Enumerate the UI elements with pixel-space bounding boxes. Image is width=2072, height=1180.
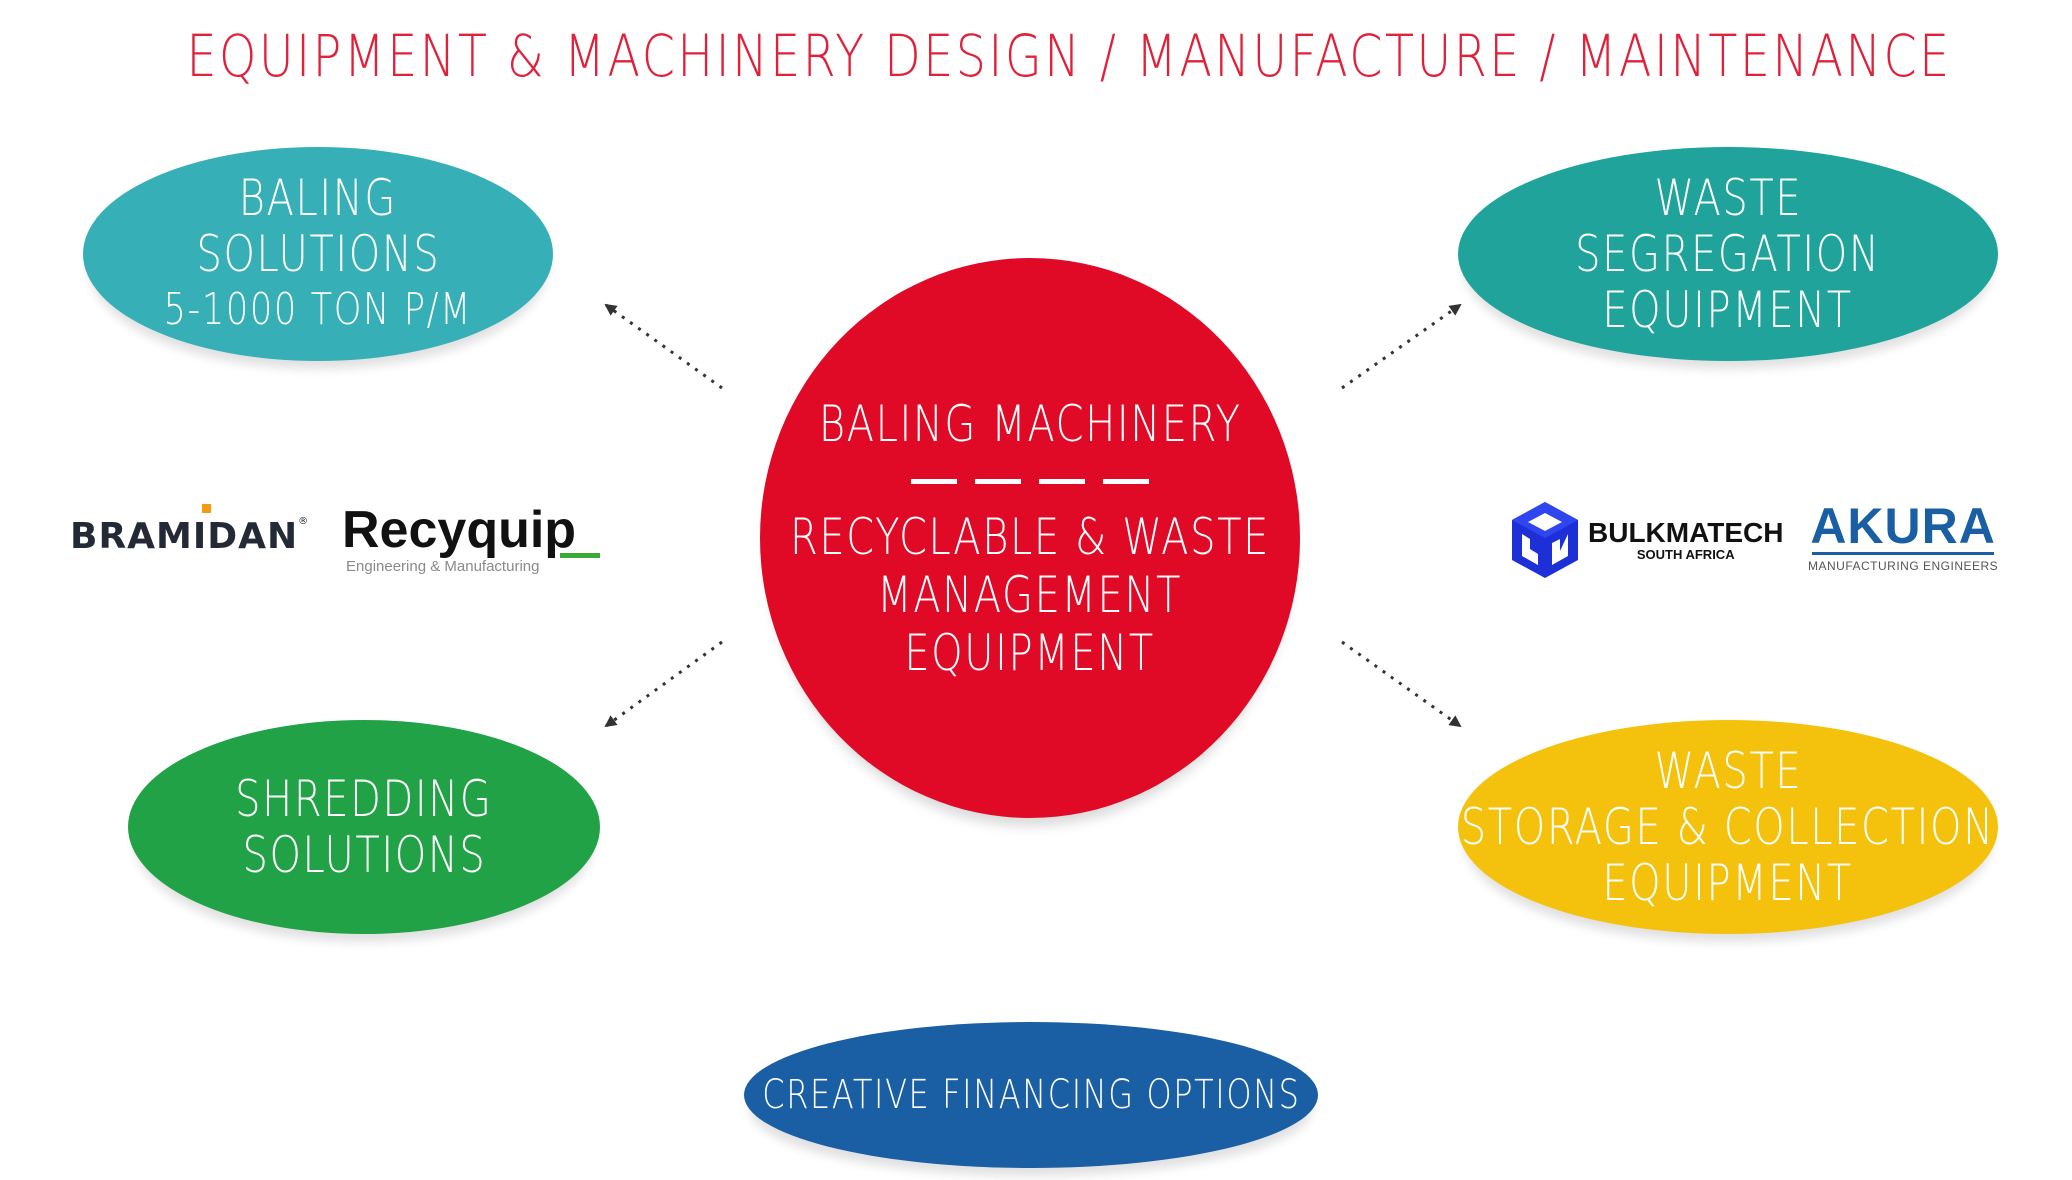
- financing-line-1: CREATIVE FINANCING OPTIONS: [761, 1072, 1301, 1118]
- baling-line-1: BALING: [238, 169, 398, 227]
- arrow-to-baling: [604, 303, 723, 390]
- storage-line-1: WASTE: [1654, 742, 1802, 800]
- bulkmatech-logo-name: BULKMATECH: [1588, 517, 1784, 548]
- arrow-to-segregation: [1341, 303, 1462, 390]
- baling-line-2: SOLUTIONS: [196, 225, 440, 283]
- akura-logo-rule: [1812, 552, 1995, 555]
- akura-logo: AKURA MANUFACTURING ENGINEERS: [1808, 498, 1999, 573]
- segregation-line-1: WASTE: [1654, 169, 1802, 227]
- waste-segregation-bubble: WASTE SEGREGATION EQUIPMENT: [1458, 147, 1998, 361]
- center-circle: BALING MACHINERY RECYCLABLE & WASTE MANA…: [760, 258, 1300, 818]
- bramidan-logo-dot: [202, 504, 211, 513]
- recyquip-logo-text: Recyquip: [342, 501, 577, 559]
- center-line-2: RECYCLABLE & WASTE: [789, 507, 1271, 566]
- akura-logo-subtitle: MANUFACTURING ENGINEERS: [1808, 559, 1999, 573]
- page-title: EQUIPMENT & MACHINERY DESIGN / MANUFACTU…: [186, 22, 1952, 90]
- center-line-1: BALING MACHINERY: [818, 394, 1242, 453]
- recyquip-logo-name: Recyquip: [342, 501, 600, 559]
- storage-line-3: EQUIPMENT: [1602, 854, 1854, 912]
- recyquip-logo-underline: [560, 553, 600, 558]
- center-line-3: MANAGEMENT: [877, 565, 1183, 624]
- baling-line-3: 5-1000 TON P/M: [163, 284, 473, 335]
- storage-line-2: STORAGE & COLLECTION: [1461, 798, 1995, 856]
- bulkmatech-logo-text-block: BULKMATECH SOUTH AFRICA: [1588, 518, 1783, 562]
- shredding-line-2: SOLUTIONS: [242, 826, 486, 884]
- segregation-line-2: SEGREGATION: [1575, 225, 1881, 283]
- recyquip-logo: Recyquip Engineering & Manufacturing: [342, 501, 600, 575]
- bramidan-reg-mark: ®: [298, 516, 310, 527]
- creative-financing-bubble: CREATIVE FINANCING OPTIONS: [744, 1022, 1318, 1168]
- arrow-to-shredding: [604, 640, 723, 728]
- recyquip-logo-subtitle: Engineering & Manufacturing: [346, 558, 540, 575]
- arrow-to-storage: [1341, 640, 1462, 728]
- center-line-4: EQUIPMENT: [904, 623, 1156, 682]
- bulkmatech-logo-subtitle: SOUTH AFRICA: [1636, 547, 1735, 562]
- akura-logo-name: AKURA: [1810, 498, 1996, 554]
- shredding-solutions-bubble: SHREDDING SOLUTIONS: [128, 720, 600, 934]
- bramidan-logo: BRAMIDAN®: [70, 504, 310, 557]
- bulkmatech-logo: BULKMATECH SOUTH AFRICA: [1508, 500, 1783, 580]
- shredding-line-1: SHREDDING: [235, 770, 493, 828]
- baling-solutions-bubble: BALING SOLUTIONS 5-1000 TON P/M: [83, 147, 553, 361]
- segregation-line-3: EQUIPMENT: [1602, 281, 1854, 339]
- waste-storage-bubble: WASTE STORAGE & COLLECTION EQUIPMENT: [1458, 720, 1998, 934]
- bramidan-logo-text: BRAMIDAN: [70, 516, 299, 557]
- center-divider: [911, 478, 1149, 484]
- bulkmatech-cube-icon: [1512, 502, 1578, 578]
